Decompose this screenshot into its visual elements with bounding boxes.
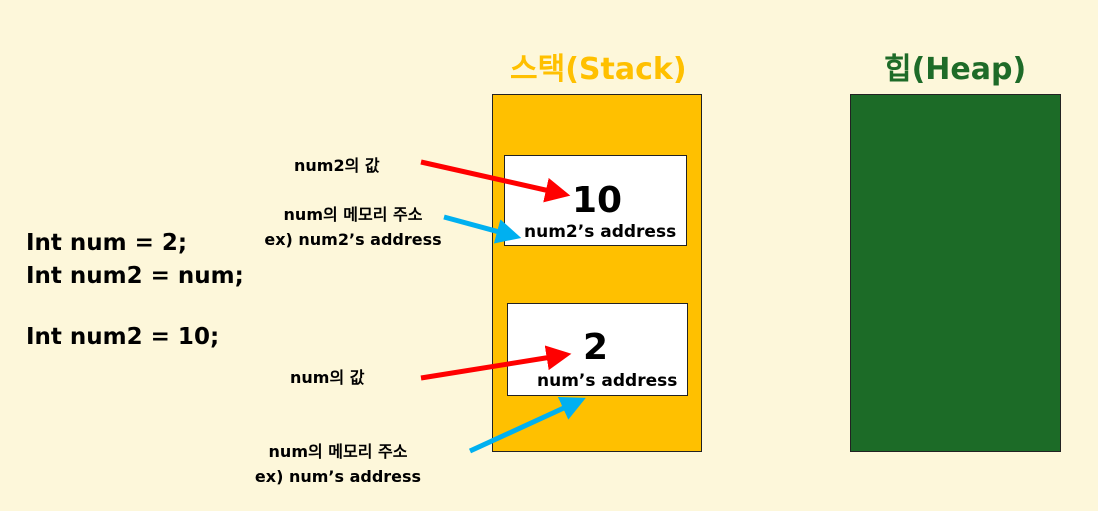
stack-cell-num <box>507 303 688 396</box>
stack-cell-num-address: num’s address <box>537 371 678 391</box>
heap-region <box>850 94 1061 452</box>
stack-cell-num2-address: num2’s address <box>524 222 677 242</box>
num2-address-label: num의 메모리 주소 ex) num2’s address <box>258 202 448 252</box>
num-address-label-line2: ex) num’s address <box>254 467 422 486</box>
stack-cell-num-value: 2 <box>583 327 609 368</box>
stack-cell-num2-value: 10 <box>572 180 623 221</box>
heap-title: 힙(Heap) <box>884 52 1027 87</box>
code-line-2: Int num2 = num; <box>26 263 244 289</box>
num2-address-label-line2: ex) num2’s address <box>264 230 442 249</box>
num-value-label: num의 값 <box>290 368 365 387</box>
stack-region <box>492 94 702 452</box>
num-address-label: num의 메모리 주소 ex) num’s address <box>243 439 433 489</box>
num-address-label-line1: num의 메모리 주소 <box>268 442 408 461</box>
num2-value-label: num2의 값 <box>294 156 380 175</box>
num2-address-label-line1: num의 메모리 주소 <box>283 205 423 224</box>
code-line-3: Int num2 = 10; <box>26 324 220 350</box>
code-line-1: Int num = 2; <box>26 230 188 256</box>
stack-title: 스택(Stack) <box>510 52 687 87</box>
